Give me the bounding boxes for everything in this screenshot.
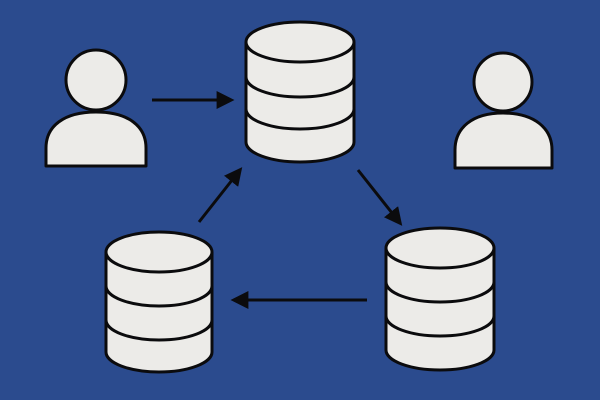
arrow-left-to-top-database bbox=[197, 167, 243, 223]
arrow-top-to-right-database bbox=[356, 169, 403, 226]
user-icon bbox=[453, 51, 554, 170]
database-icon bbox=[384, 226, 496, 372]
database-icon bbox=[244, 20, 356, 164]
database-icon bbox=[104, 230, 214, 374]
user-icon bbox=[44, 48, 148, 168]
